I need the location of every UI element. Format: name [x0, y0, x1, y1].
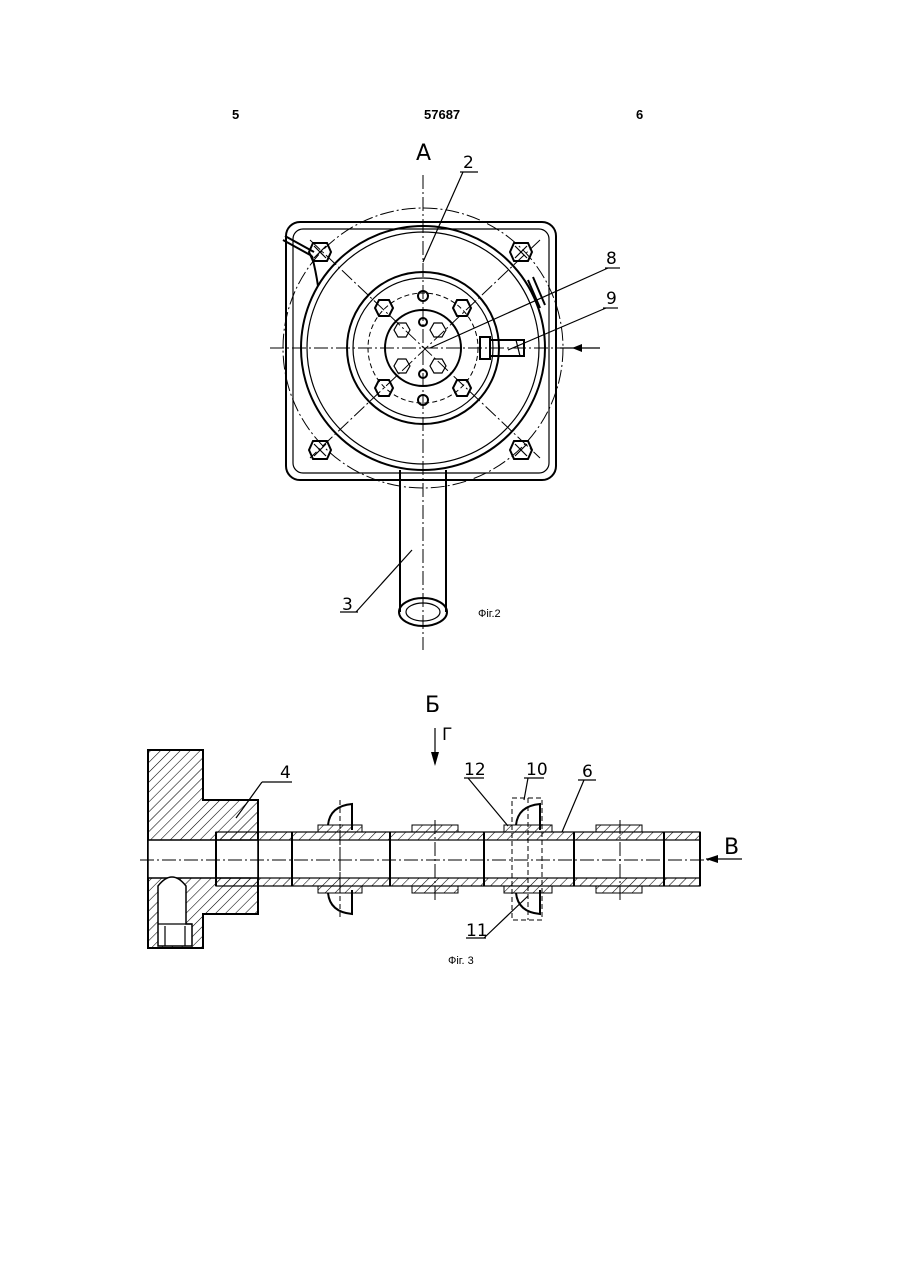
callout-2: 2: [463, 153, 474, 173]
leader-2: [423, 172, 463, 262]
leader-11: [484, 896, 528, 938]
base-plate-inner-edge: [293, 229, 549, 473]
tube-wall-top: [216, 832, 700, 840]
corner-bolt: [309, 441, 331, 459]
leader-12: [468, 778, 508, 826]
callout-9: 9: [606, 289, 617, 309]
callout-12: 12: [464, 760, 486, 780]
callout-6: 6: [582, 762, 593, 782]
corner-bolt: [510, 441, 532, 459]
nozzle-vanes: [328, 798, 540, 920]
figure-3: Б Г: [140, 693, 742, 967]
arrow-label-g: Г: [442, 725, 452, 745]
figure-3-caption: Фіг. 3: [448, 955, 474, 967]
arrow-v-head: [706, 855, 718, 863]
callout-3: 3: [342, 595, 353, 615]
leader-6: [562, 780, 584, 832]
callout-10: 10: [526, 760, 548, 780]
section-label-b: Б: [425, 693, 440, 718]
arrow-label-v: В: [724, 835, 739, 860]
leader-10: [524, 778, 528, 800]
callout-4: 4: [280, 763, 291, 783]
detail-box: [512, 798, 542, 920]
figure-2: А 2 8 9 3 Фіг.2: [270, 141, 620, 650]
tube-wall-bottom: [216, 878, 700, 886]
body-bore: [148, 840, 258, 878]
figure-2-caption: Фіг.2: [478, 608, 501, 620]
callout-8: 8: [606, 249, 617, 269]
view-label-a: А: [416, 141, 431, 166]
callout-11: 11: [466, 921, 488, 941]
arrow-g-head: [431, 752, 439, 766]
input-arrow-head: [572, 344, 582, 352]
